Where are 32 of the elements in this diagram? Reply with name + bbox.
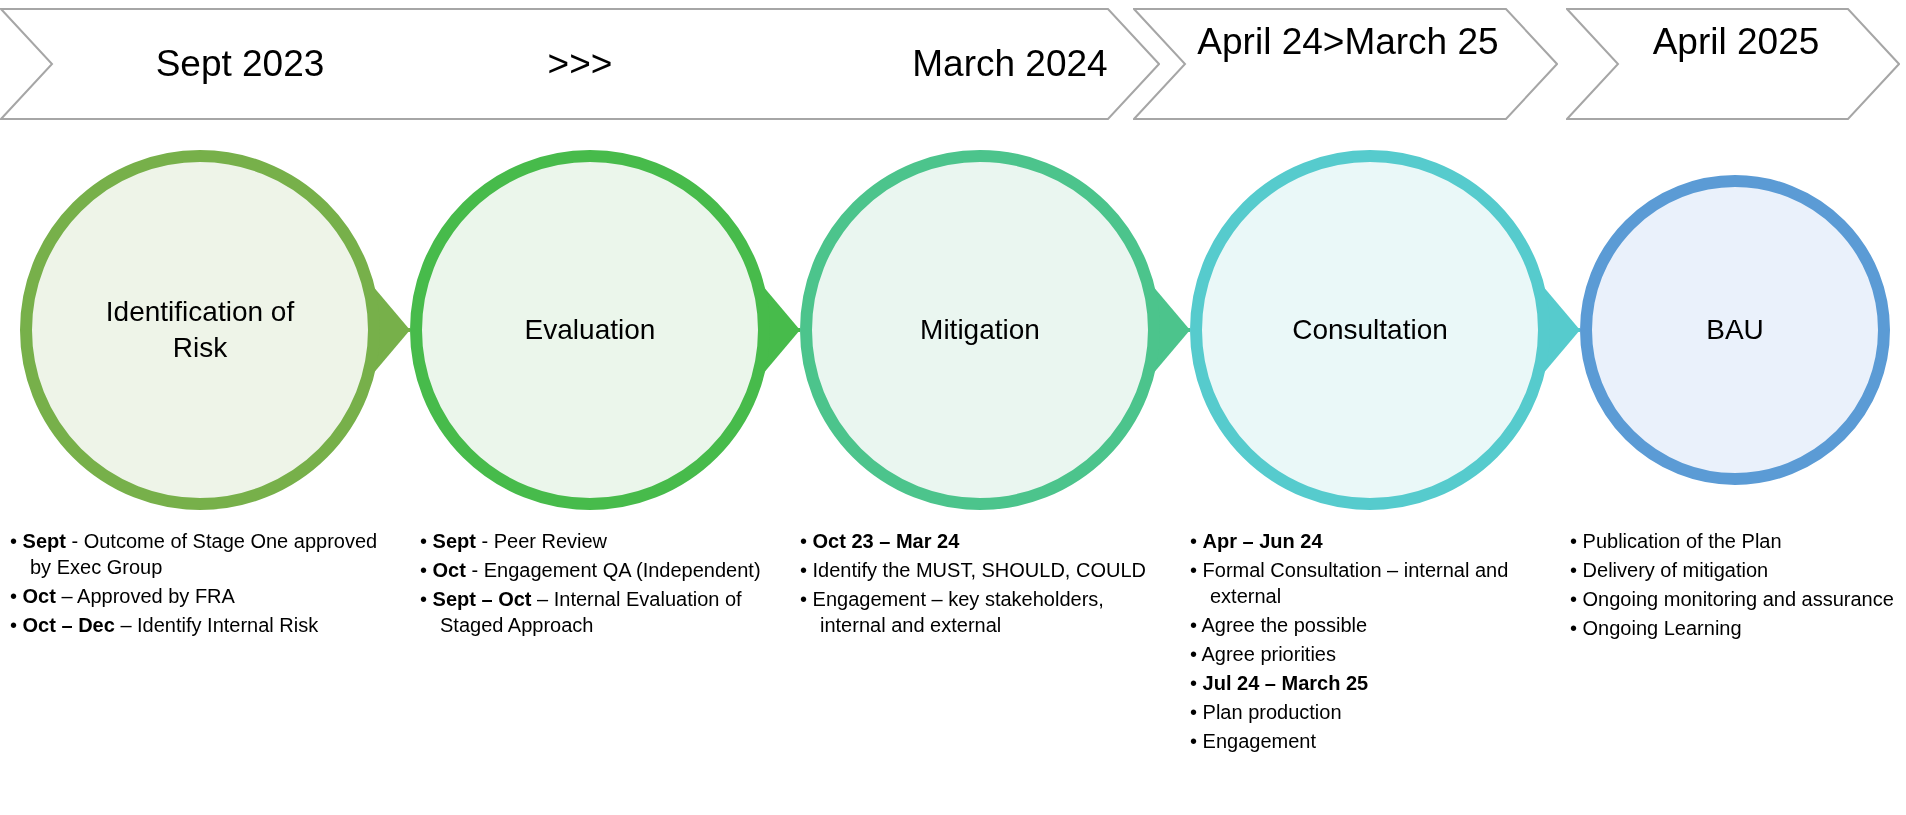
date-label: March 2024 (911, 42, 1109, 86)
bullet-point: • Agree priorities (1190, 642, 1337, 667)
bullet-point: • Ongoing Learning (1570, 616, 1743, 641)
stage-title: Consultation (1292, 313, 1448, 347)
bullet-point: • Engagement – key stakeholders, internal and external (800, 587, 1105, 638)
bullet-point: • Identify the MUST, SHOULD, COULD (800, 558, 1147, 583)
date-label: April 24>March 25 (1196, 20, 1500, 64)
bullet-point: • Formal Consultation – internal and external (1190, 558, 1510, 609)
stage-title: Evaluation (524, 313, 656, 347)
bullet-point: • Agree the possible (1190, 613, 1369, 638)
chevron-banner (1566, 8, 1900, 120)
stage-title: BAU (1706, 313, 1764, 347)
bullet-point: • Oct – Approved by FRA (10, 584, 236, 609)
stage-title: Identification of Risk (104, 295, 296, 365)
bullet-point: • Oct – Dec – Identify Internal Risk (10, 613, 320, 638)
bullet-point: • Delivery of mitigation (1570, 558, 1770, 583)
bullet-point: • Apr – Jun 24 (1190, 529, 1324, 554)
bullet-point: • Engagement (1190, 729, 1317, 754)
date-label: Sept 2023 (154, 42, 326, 86)
chevron-banner (1133, 8, 1558, 120)
bullet-point: • Sept - Peer Review (420, 529, 609, 554)
bullet-point: • Sept – Oct – Internal Evaluation of Staged Approach (420, 587, 743, 638)
bullet-point: • Ongoing monitoring and assurance (1570, 587, 1895, 612)
bullet-point: • Publication of the Plan (1570, 529, 1783, 554)
bullet-point: • Oct - Engagement QA (Independent) (420, 558, 762, 583)
stage-title: Mitigation (920, 313, 1040, 347)
bullet-point: • Oct 23 – Mar 24 (800, 529, 961, 554)
bullet-point: • Jul 24 – March 25 (1190, 671, 1370, 696)
bullet-point: • Plan production (1190, 700, 1343, 725)
bullet-point: • Sept - Outcome of Stage One approved by Exec Group (10, 529, 379, 580)
date-label: >>> (546, 42, 614, 86)
date-label: April 2025 (1651, 20, 1821, 64)
